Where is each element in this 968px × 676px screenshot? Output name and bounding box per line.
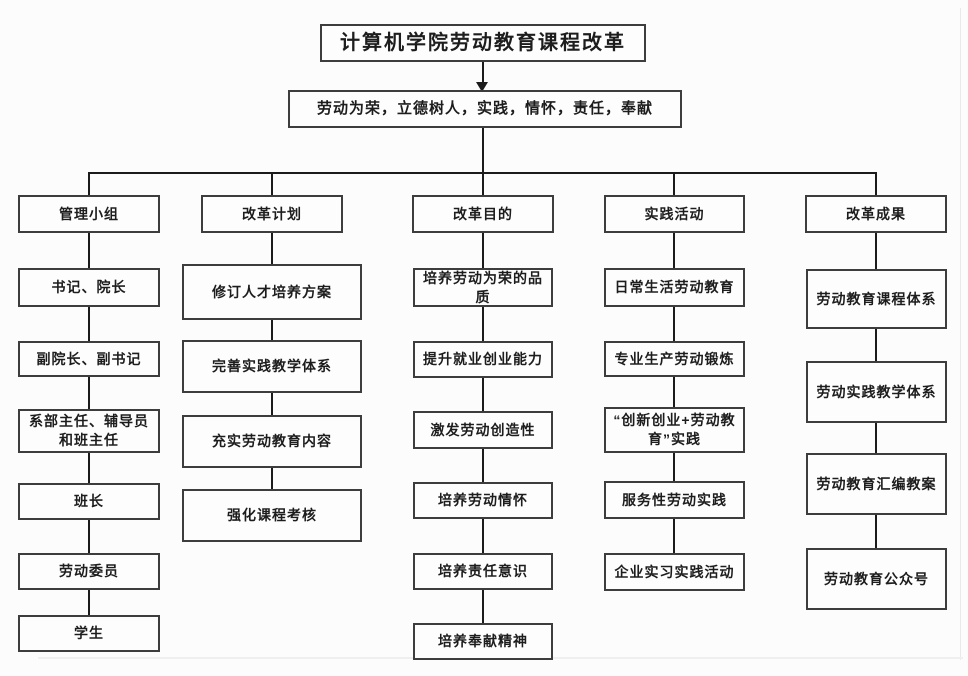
node-box: 强化课程考核 bbox=[182, 489, 362, 542]
connector-motto-to-bar bbox=[482, 128, 484, 173]
connector-line bbox=[88, 590, 90, 615]
connector-line bbox=[482, 307, 484, 341]
node-box: 培养劳动为荣的品质 bbox=[413, 268, 553, 307]
connector-stub-col4 bbox=[673, 172, 675, 196]
connector-line bbox=[88, 377, 90, 409]
page-edge-right bbox=[960, 8, 961, 660]
connector-line bbox=[271, 393, 273, 415]
node-box: “创新创业+劳动教育”实践 bbox=[604, 407, 745, 453]
connector-line bbox=[673, 307, 675, 341]
connector-title-to-motto bbox=[482, 62, 484, 84]
column-header-reform-plan: 改革计划 bbox=[201, 195, 343, 233]
connector-line bbox=[88, 520, 90, 553]
connector-line bbox=[673, 519, 675, 553]
connector-line bbox=[482, 233, 484, 268]
column-header-reform-results: 改革成果 bbox=[805, 195, 947, 233]
node-box: 学生 bbox=[18, 615, 160, 652]
connector-line bbox=[875, 423, 877, 453]
down-arrow-icon bbox=[476, 82, 488, 92]
connector-line bbox=[88, 453, 90, 483]
connector-line bbox=[271, 320, 273, 340]
connector-line bbox=[673, 453, 675, 481]
connector-line bbox=[482, 590, 484, 623]
connector-stub-col2 bbox=[271, 172, 273, 196]
connector-line bbox=[482, 519, 484, 553]
node-box: 劳动委员 bbox=[18, 553, 160, 590]
column-header-reform-purpose: 改革目的 bbox=[412, 195, 554, 233]
node-box: 提升就业创业能力 bbox=[413, 341, 553, 378]
node-box: 日常生活劳动教育 bbox=[604, 268, 745, 307]
node-box: 劳动教育公众号 bbox=[806, 548, 947, 610]
node-box: 完善实践教学体系 bbox=[182, 340, 362, 393]
node-box: 副院长、副书记 bbox=[18, 341, 160, 377]
connector-stub-col3 bbox=[482, 172, 484, 196]
node-box: 服务性劳动实践 bbox=[604, 481, 745, 519]
connector-line bbox=[875, 515, 877, 548]
connector-stub-col5 bbox=[875, 172, 877, 196]
node-box: 系部主任、辅导员和班主任 bbox=[18, 409, 160, 453]
connector-stub-col1 bbox=[88, 172, 90, 196]
node-box: 充实劳动教育内容 bbox=[182, 415, 362, 468]
connector-line bbox=[673, 233, 675, 268]
connector-line bbox=[673, 377, 675, 407]
connector-line bbox=[875, 233, 877, 269]
column-header-practice-activities: 实践活动 bbox=[604, 195, 745, 233]
node-box: 培养劳动情怀 bbox=[413, 482, 553, 519]
node-box: 劳动教育汇编教案 bbox=[806, 453, 947, 515]
node-box: 劳动教育课程体系 bbox=[806, 269, 947, 329]
connector-line bbox=[88, 307, 90, 341]
connector-line bbox=[875, 329, 877, 361]
connector-line bbox=[271, 233, 273, 264]
connector-line bbox=[271, 468, 273, 489]
node-box: 培养奉献精神 bbox=[413, 623, 553, 660]
node-box: 书记、院长 bbox=[18, 268, 160, 307]
node-box: 培养责任意识 bbox=[413, 553, 553, 590]
node-box: 班长 bbox=[18, 483, 160, 520]
title-box: 计算机学院劳动教育课程改革 bbox=[320, 24, 646, 62]
node-box: 专业生产劳动锻炼 bbox=[604, 341, 745, 377]
connector-line bbox=[88, 233, 90, 268]
column-header-management-group: 管理小组 bbox=[18, 195, 160, 233]
node-box: 修订人才培养方案 bbox=[182, 264, 362, 320]
node-box: 激发劳动创造性 bbox=[413, 411, 553, 449]
node-box: 劳动实践教学体系 bbox=[806, 361, 947, 423]
connector-line bbox=[482, 378, 484, 411]
node-box: 企业实习实践活动 bbox=[604, 553, 745, 591]
connector-line bbox=[482, 449, 484, 482]
motto-box: 劳动为荣，立德树人，实践，情怀，责任，奉献 bbox=[288, 90, 682, 128]
